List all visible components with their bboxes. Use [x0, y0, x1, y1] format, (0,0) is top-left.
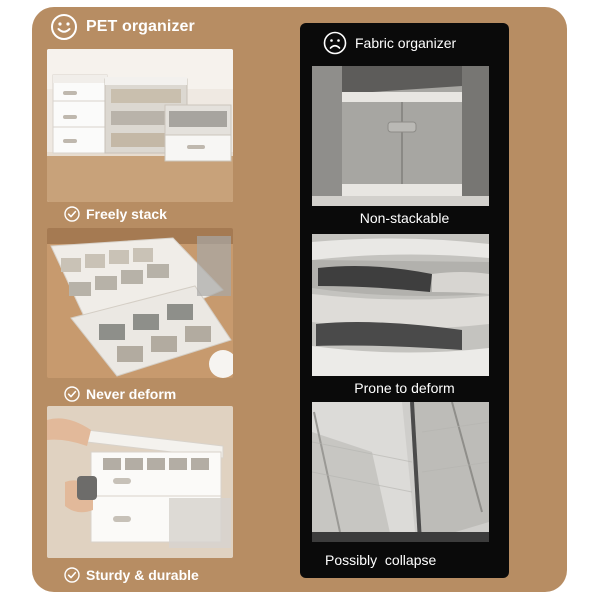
check-circle-icon — [64, 386, 80, 402]
pet-title: PET organizer — [86, 18, 195, 35]
drawback-non-stackable: Non-stackable — [359, 210, 450, 226]
smiley-face-icon — [51, 14, 77, 40]
fabric-title: Fabric organizer — [355, 35, 457, 51]
drawer-organizer-photo — [47, 228, 233, 378]
feature-label: Freely stack — [86, 206, 167, 222]
feature-label: Sturdy & durable — [86, 567, 199, 583]
pet-header: PET organizer — [50, 12, 195, 42]
feature-sturdy-durable: Sturdy & durable — [64, 565, 199, 585]
feature-freely-stack: Freely stack — [64, 204, 167, 224]
fabric-box-photo — [312, 66, 489, 206]
frown-face-icon — [323, 31, 347, 55]
feature-never-deform: Never deform — [64, 384, 176, 404]
drawback-possibly-collapse: Possibly collapse — [325, 552, 437, 568]
check-circle-icon — [64, 567, 80, 583]
fabric-header: Fabric organizer — [323, 30, 456, 56]
lidded-box-photo — [47, 406, 233, 558]
check-circle-icon — [64, 206, 80, 222]
drawback-prone-to-deform: Prone to deform — [354, 380, 455, 396]
feature-label: Never deform — [86, 386, 177, 402]
collapsed-fabric-photo — [312, 402, 489, 542]
stacked-pet-boxes-photo — [47, 49, 233, 202]
deformed-fabric-photo — [312, 234, 489, 376]
